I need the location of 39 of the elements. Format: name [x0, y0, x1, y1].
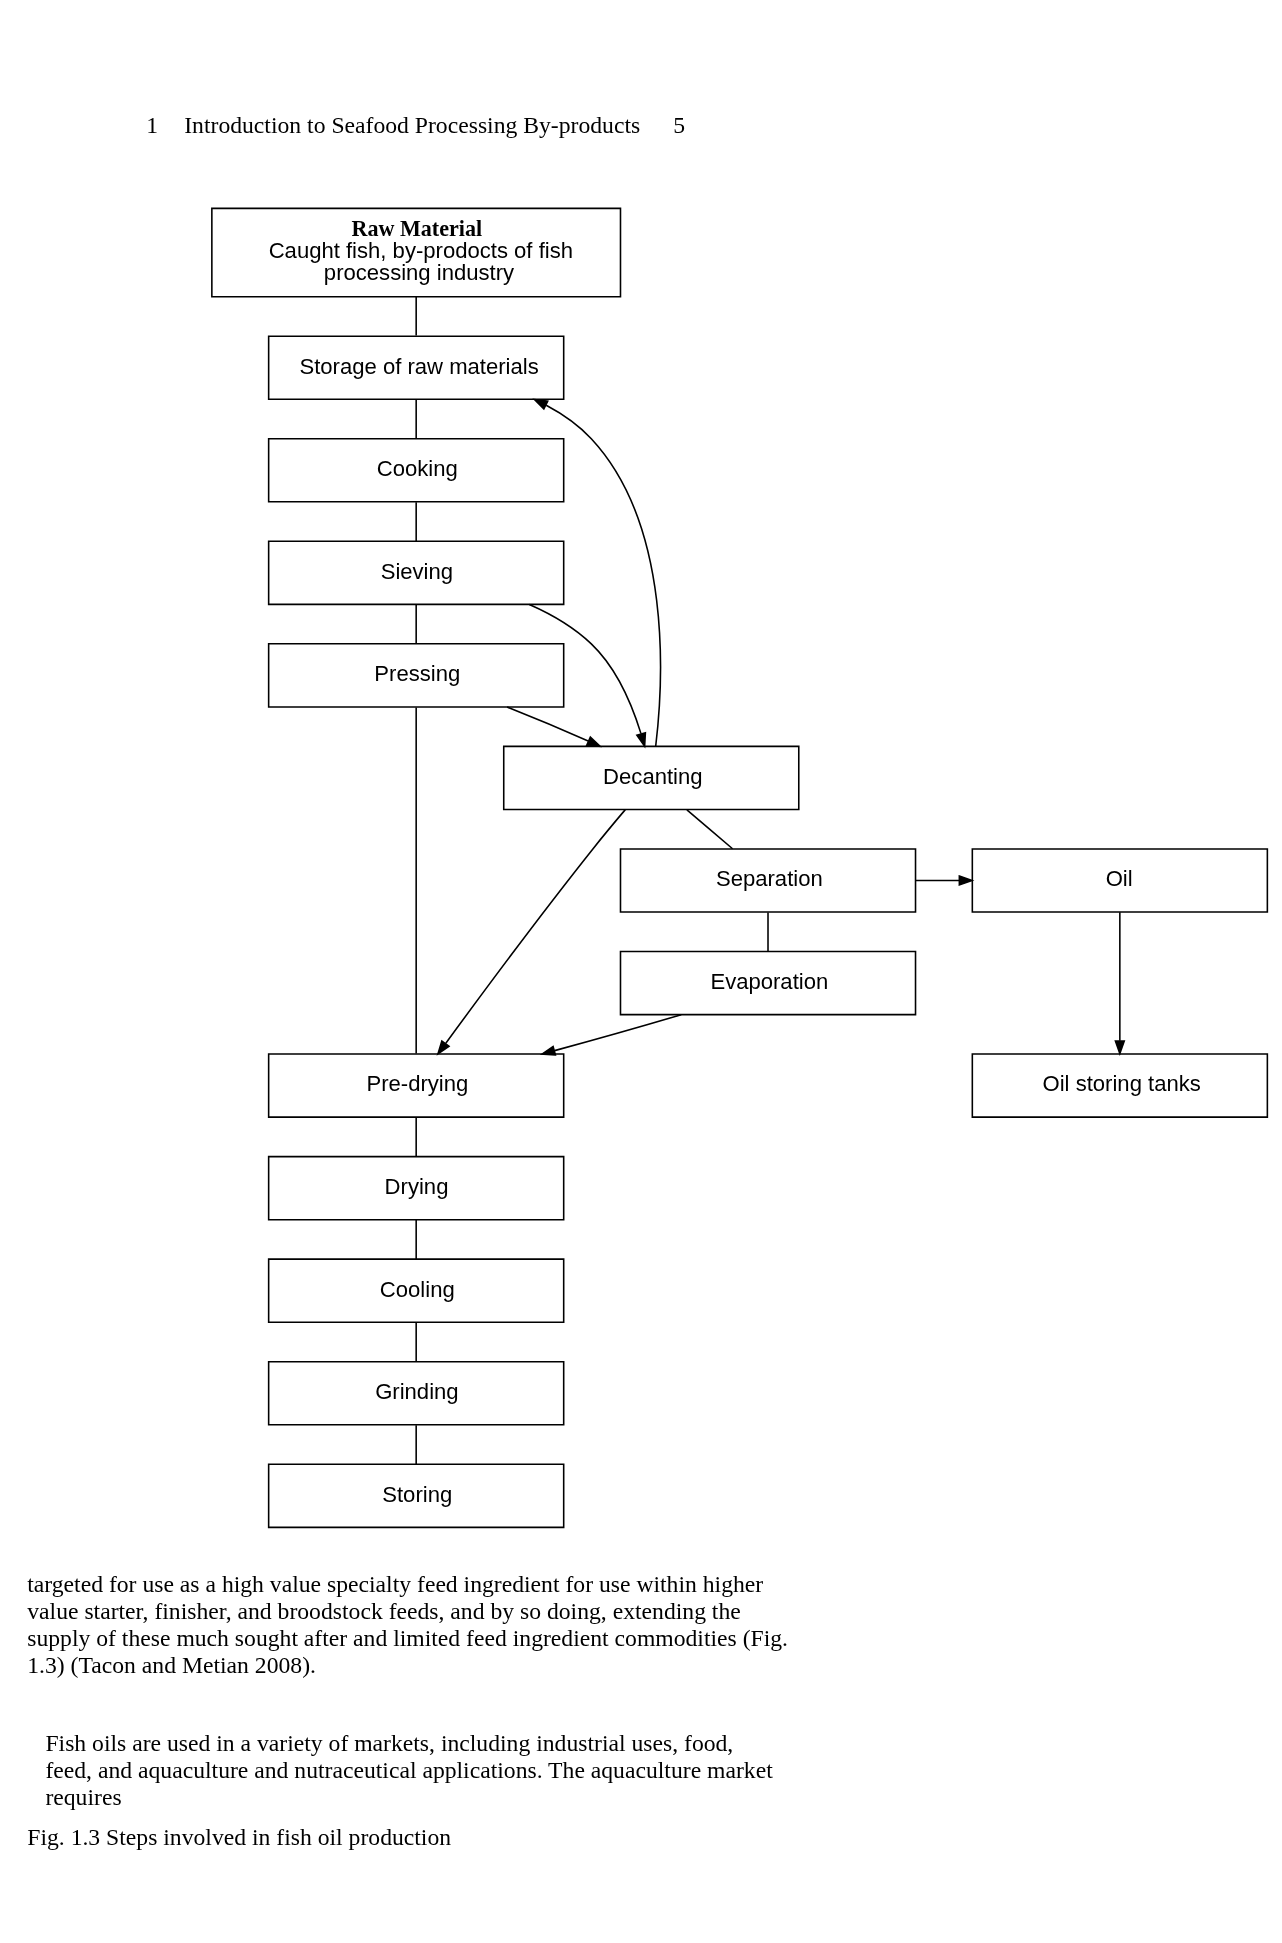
connector	[415, 1423, 417, 1465]
arrow	[1114, 911, 1126, 1056]
node-box: Pressing	[267, 642, 565, 708]
arrow	[539, 1013, 683, 1056]
node-box: Drying	[267, 1155, 565, 1220]
connector	[415, 706, 417, 1054]
label: Introduction to Seafood Processing By-products	[184, 111, 641, 138]
connector	[767, 911, 769, 952]
node-box: Raw Material Caught fish, by-prodocts of fish processing industry	[211, 207, 622, 298]
connector	[415, 603, 417, 644]
arrow	[914, 874, 975, 886]
connector	[415, 1218, 417, 1260]
connector	[415, 1116, 417, 1157]
node-box: Storing	[267, 1462, 565, 1528]
node-box: Storage of raw materials	[267, 334, 565, 400]
connector	[415, 1321, 417, 1362]
connector	[415, 500, 417, 542]
arrow	[436, 808, 627, 1056]
node-box: Sieving	[267, 540, 565, 605]
caption: Fig. 1.3 Steps involved in fish oil production	[27, 1822, 452, 1849]
node-box: Cooling	[267, 1257, 565, 1323]
connector	[686, 808, 734, 849]
label: targeted for use as a high value specialty feed ingredient for use within higher value starter, finisher, and broodstock feeds, and by so doing, extending the supply of these much sought after and limited feed ingredient commodities (Fig. 1.3) (Tacon and Metian 2008).	[27, 1570, 789, 1678]
node-box: Pre-drying	[267, 1052, 565, 1118]
label: Fish oils are used in a variety of markets, including industrial uses, food, feed, and aquaculture and nutraceutical applications. The aquaculture market requires	[45, 1729, 773, 1810]
label: 5	[673, 111, 686, 138]
arrow	[532, 397, 662, 747]
node-box: Cooking	[267, 437, 565, 503]
node-box: Separation	[619, 847, 917, 913]
connector	[415, 295, 417, 336]
node-box: Oil storing tanks	[971, 1052, 1269, 1118]
connector	[415, 398, 417, 439]
node-box: Decanting	[502, 745, 800, 810]
arrow	[528, 603, 647, 748]
label: 1	[146, 111, 159, 138]
node-box: Evaporation	[619, 950, 917, 1015]
node-box: Grinding	[267, 1360, 565, 1426]
node-box: Oil	[971, 847, 1269, 913]
arrow	[506, 705, 603, 747]
